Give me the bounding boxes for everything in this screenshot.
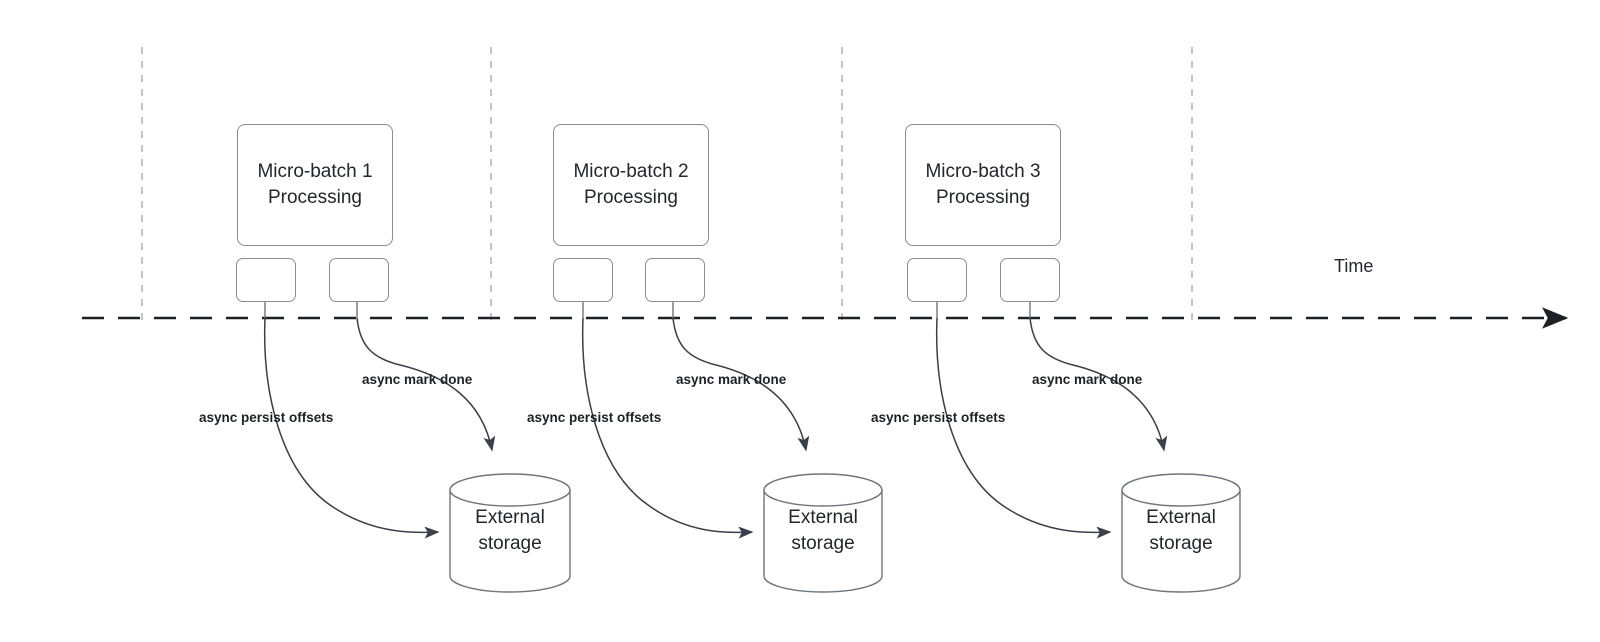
group-1-connectors	[263, 302, 496, 539]
micro-batch-2-box[interactable]: Micro-batch 2 Processing	[553, 124, 709, 246]
time-axis-label: Time	[1334, 256, 1374, 276]
group-1-async-persist-offsets-label: async persist offsets	[199, 410, 334, 425]
group-3-async-persist-offsets-label: async persist offsets	[871, 410, 1006, 425]
edge-async-persist-offsets-3	[935, 317, 1112, 539]
edge-async-persist-offsets-1	[263, 317, 440, 539]
external-storage-cylinder-2	[763, 473, 883, 593]
group-2-async-persist-offsets-label: async persist offsets	[527, 410, 662, 425]
group-3-connectors	[935, 302, 1168, 539]
group-1-async-mark-done-label: async mark done	[362, 372, 473, 387]
group-2-task-box-left[interactable]	[553, 258, 613, 302]
group-3-task-box-right[interactable]	[1000, 258, 1060, 302]
edge-async-mark-done-3	[1029, 317, 1168, 452]
micro-batch-3-box[interactable]: Micro-batch 3 Processing	[905, 124, 1061, 246]
group-1-task-box-right[interactable]	[329, 258, 389, 302]
micro-batch-1-box[interactable]: Micro-batch 1 Processing	[237, 124, 393, 246]
external-storage-cylinder-3	[1121, 473, 1241, 593]
external-storage-cylinder-1	[449, 473, 571, 593]
micro-batch-3-label: Micro-batch 3 Processing	[925, 161, 1041, 208]
group-3-async-mark-done-label: async mark done	[1032, 372, 1143, 387]
micro-batch-2-label: Micro-batch 2 Processing	[573, 161, 689, 208]
micro-batch-1-label: Micro-batch 1 Processing	[257, 161, 373, 208]
group-2-task-box-right[interactable]	[645, 258, 705, 302]
edge-async-mark-done-1	[356, 317, 496, 452]
edge-async-persist-offsets-2	[581, 317, 754, 539]
group-3-task-box-left[interactable]	[907, 258, 967, 302]
edge-async-mark-done-2	[672, 317, 810, 452]
group-2-async-mark-done-label: async mark done	[676, 372, 787, 387]
divider-lines	[141, 47, 1193, 321]
group-1-task-box-left[interactable]	[236, 258, 296, 302]
group-2-connectors	[581, 302, 810, 539]
